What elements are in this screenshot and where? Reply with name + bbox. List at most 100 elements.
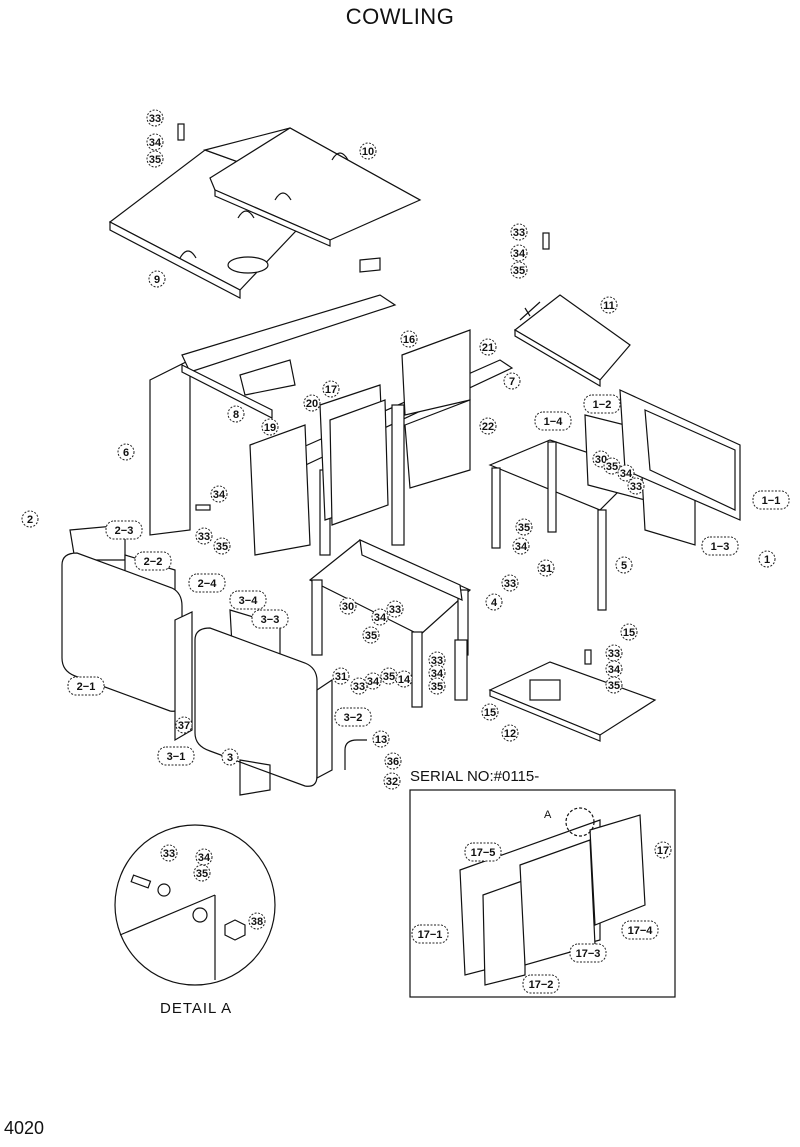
part-label-l17_3: 17−3 [569, 943, 607, 963]
callout-number: 35 [513, 265, 525, 277]
callout-number: 33 [163, 848, 175, 860]
callout-number: 30 [595, 454, 607, 466]
callout-number: 31 [540, 563, 552, 575]
callout-number: 34 [374, 612, 387, 624]
callout-number: 8 [233, 409, 239, 421]
part-label-l3_3: 3−3 [251, 609, 289, 629]
callout-c31b: 31 [332, 667, 350, 685]
callout-number: 35 [365, 630, 377, 642]
callout-c35h: 35 [605, 676, 623, 694]
callout-c6: 6 [117, 443, 135, 461]
callout-c37: 37 [175, 716, 193, 734]
callout-c34a: 34 [146, 133, 164, 151]
callout-number: 38 [251, 916, 263, 928]
callout-c35b: 35 [510, 261, 528, 279]
callout-d35: 35 [193, 864, 211, 882]
part-label-text: 17−5 [471, 847, 496, 859]
callout-c5: 5 [615, 556, 633, 574]
callout-c15b: 15 [481, 703, 499, 721]
callout-number: 30 [342, 601, 354, 613]
callout-c35d: 35 [515, 518, 533, 536]
callout-c3: 3 [221, 748, 239, 766]
detail-a-label: DETAIL A [160, 1000, 233, 1017]
callout-c14: 14 [395, 670, 413, 688]
callout-number: 3 [227, 752, 233, 764]
part-label-text: 2−4 [198, 578, 218, 590]
handle-13 [344, 739, 367, 770]
callout-c32: 32 [383, 772, 401, 790]
part-label-text: 3−4 [239, 595, 259, 607]
callout-c33d: 33 [501, 574, 519, 592]
part-label-text: 3−2 [344, 712, 363, 724]
callout-number: 2 [27, 514, 33, 526]
part-label-l17_1: 17−1 [411, 924, 449, 944]
callout-c4: 4 [485, 593, 503, 611]
part-label-layer: 2−32−22−42−13−43−33−23−11−41−21−11−317−5… [67, 394, 790, 994]
callout-number: 35 [606, 461, 618, 473]
part-label-text: 1−1 [762, 495, 781, 507]
top-cover-plate [108, 127, 422, 299]
callout-c34g: 34 [428, 664, 446, 682]
bolts [177, 123, 592, 665]
callout-number: 34 [149, 137, 162, 149]
callout-number: 35 [608, 680, 620, 692]
callout-number: 10 [362, 146, 374, 158]
callout-number: 33 [431, 655, 443, 667]
callout-c9: 9 [148, 270, 166, 288]
callout-number: 12 [504, 728, 516, 740]
right-frame [488, 389, 741, 611]
callout-c30a: 30 [339, 597, 357, 615]
callout-number: 34 [367, 676, 380, 688]
callout-i17: 17 [654, 841, 672, 859]
callout-number: 33 [198, 531, 210, 543]
callout-c12: 12 [501, 724, 519, 742]
part-label-l1_4: 1−4 [534, 411, 572, 431]
callout-number: 19 [264, 422, 276, 434]
callout-number: 15 [484, 707, 496, 719]
part-label-l2_2: 2−2 [134, 551, 172, 571]
callout-number: 35 [196, 868, 208, 880]
callout-number: 33 [608, 648, 620, 660]
bottom-plate-12 [488, 661, 657, 742]
callout-number: 20 [306, 398, 318, 410]
callout-c8: 8 [227, 405, 245, 423]
callout-c35g: 35 [428, 677, 446, 695]
part-label-l2_1: 2−1 [67, 676, 105, 696]
side-cover-11 [513, 294, 631, 388]
callout-c34d: 34 [512, 537, 530, 555]
callout-c35e: 35 [362, 626, 380, 644]
callout-c34e: 34 [371, 608, 389, 626]
part-label-l17_2: 17−2 [522, 974, 560, 994]
callout-c2: 2 [21, 510, 39, 528]
page-number: 4020 [4, 1118, 45, 1138]
callout-c21: 21 [479, 338, 497, 356]
part-label-text: 2−1 [77, 681, 96, 693]
callout-c20: 20 [303, 394, 321, 412]
callout-d34: 34 [195, 848, 213, 866]
callout-c33c: 33 [195, 527, 213, 545]
callout-number: 35 [383, 671, 395, 683]
callout-c35a: 35 [146, 150, 164, 168]
part-label-text: 2−3 [115, 525, 134, 537]
callout-c11: 11 [600, 296, 618, 314]
callout-number: 1 [764, 554, 770, 566]
part-label-l1_1: 1−1 [752, 490, 790, 510]
serial-number-note: SERIAL NO:#0115- [410, 768, 540, 785]
callout-c33e: 33 [386, 600, 404, 618]
callout-number: 34 [213, 489, 226, 501]
part-label-text: 2−2 [144, 556, 163, 568]
part-label-l17_4: 17−4 [621, 920, 659, 940]
part-label-text: 3−1 [167, 751, 186, 763]
part-label-l3_1: 3−1 [157, 746, 195, 766]
callout-c34f: 34 [364, 672, 382, 690]
callout-c1: 1 [758, 550, 776, 568]
callout-number: 34 [198, 852, 211, 864]
callout-number: 33 [630, 481, 642, 493]
callout-number: 36 [387, 756, 399, 768]
callout-number: 9 [154, 274, 160, 286]
left-doors [61, 524, 333, 796]
part-label-l3_4: 3−4 [229, 590, 267, 610]
callout-number: 7 [509, 376, 515, 388]
callout-number: 34 [608, 664, 621, 676]
